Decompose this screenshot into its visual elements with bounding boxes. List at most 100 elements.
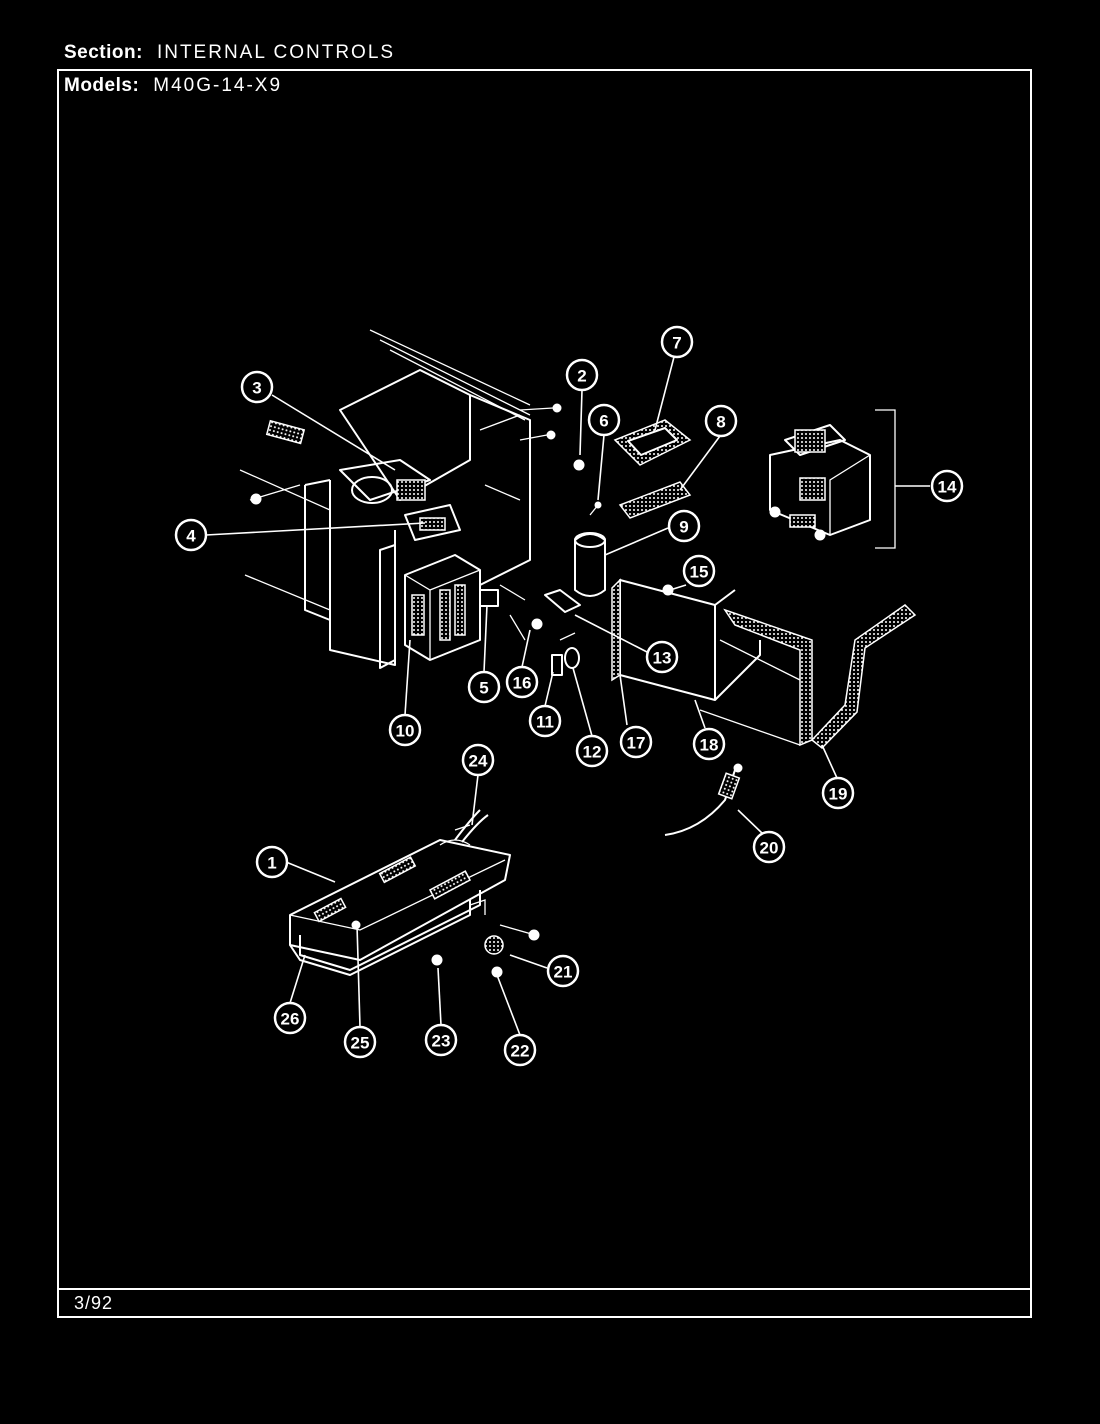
callout-circle	[619, 725, 653, 759]
callout-16: 16	[505, 665, 539, 699]
waveguide-panel	[611, 578, 761, 701]
callout-circle	[273, 1001, 307, 1035]
callout-circle	[645, 640, 679, 674]
callout-label: 3	[252, 379, 261, 398]
callout-22: 22	[503, 1033, 537, 1067]
callout-11: 11	[528, 704, 562, 738]
callout-25: 25	[343, 1025, 377, 1059]
section-value: INTERNAL CONTROLS	[156, 42, 396, 63]
callout-label: 20	[760, 839, 779, 858]
callout-label: 23	[432, 1032, 451, 1051]
models-header: Models: M40G-14-X9	[64, 75, 282, 97]
section-label: Section:	[64, 42, 143, 63]
transformer	[404, 554, 481, 661]
callout-circle	[461, 743, 495, 777]
callout-label: 8	[716, 413, 725, 432]
callout-circle	[565, 358, 599, 392]
diagram-frame	[57, 69, 1032, 1318]
callout-4: 4	[174, 518, 208, 552]
leader-lines	[205, 356, 930, 1036]
callout-20: 20	[752, 830, 786, 864]
callout-label: 24	[469, 752, 488, 771]
callout-label: 7	[672, 334, 681, 353]
callout-26: 26	[273, 1001, 307, 1035]
callout-label: 12	[583, 743, 602, 762]
callout-label: 25	[351, 1034, 370, 1053]
callout-circle	[528, 704, 562, 738]
callout-12: 12	[575, 734, 609, 768]
fuse-holder	[551, 632, 580, 676]
callout-3: 3	[240, 370, 274, 404]
callout-circle	[692, 727, 726, 761]
callout-18: 18	[692, 727, 726, 761]
antenna-cover	[618, 481, 692, 519]
callout-24: 24	[461, 743, 495, 777]
models-label: Models:	[64, 75, 140, 96]
wire-plug	[589, 501, 602, 516]
callout-label: 17	[627, 734, 646, 753]
callout-circle	[575, 734, 609, 768]
callout-circle	[240, 370, 274, 404]
callout-14: 14	[930, 469, 964, 503]
callout-circle	[587, 403, 621, 437]
callout-1: 1	[255, 845, 289, 879]
callout-label: 22	[511, 1042, 530, 1061]
callout-6: 6	[587, 403, 621, 437]
callout-circle	[255, 845, 289, 879]
callout-circle	[752, 830, 786, 864]
callout-circle	[667, 509, 701, 543]
callout-label: 15	[690, 563, 709, 582]
callout-circle	[682, 554, 716, 588]
callout-label: 14	[938, 478, 957, 497]
callout-label: 11	[536, 713, 554, 732]
callout-label: 21	[554, 963, 573, 982]
callout-circle	[503, 1033, 537, 1067]
callout-label: 16	[513, 674, 532, 693]
callout-label: 13	[653, 649, 672, 668]
diode-bracket	[479, 584, 581, 641]
revision-date: 3/92	[74, 1293, 114, 1313]
callout-circle	[704, 404, 738, 438]
switch-bracket	[404, 504, 461, 541]
waveguide-gasket	[613, 419, 692, 466]
callout-label: 9	[679, 518, 688, 537]
callout-circle	[546, 954, 580, 988]
air-duct	[699, 604, 917, 750]
callout-label: 4	[186, 527, 196, 546]
footer-divider	[57, 1288, 1032, 1290]
callout-circle	[930, 469, 964, 503]
callout-circle	[174, 518, 208, 552]
callout-13: 13	[645, 640, 679, 674]
callout-circle	[467, 670, 501, 704]
callout-8: 8	[704, 404, 738, 438]
callout-9: 9	[667, 509, 701, 543]
callout-circle	[388, 713, 422, 747]
callout-circle	[424, 1023, 458, 1057]
callout-label: 6	[599, 412, 608, 431]
callout-label: 10	[396, 722, 415, 741]
callout-5: 5	[467, 670, 501, 704]
thermal-cutout-lead	[664, 763, 743, 836]
models-value: M40G-14-X9	[153, 75, 283, 96]
control-harness	[454, 809, 489, 843]
magnetron	[769, 424, 871, 541]
callout-circle	[660, 325, 694, 359]
section-header: Section: INTERNAL CONTROLS	[64, 42, 395, 64]
callout-10: 10	[388, 713, 422, 747]
callout-label: 19	[829, 785, 848, 804]
control-board	[289, 824, 540, 978]
callout-circle	[821, 776, 855, 810]
callout-label: 26	[281, 1010, 300, 1029]
callout-21: 21	[546, 954, 580, 988]
magnetron-bracket	[875, 409, 896, 549]
callout-2: 2	[565, 358, 599, 392]
callout-19: 19	[821, 776, 855, 810]
callout-23: 23	[424, 1023, 458, 1057]
callout-circle	[505, 665, 539, 699]
callout-circle	[343, 1025, 377, 1059]
callout-7: 7	[660, 325, 694, 359]
capacitor	[574, 532, 606, 597]
fan-motor	[339, 459, 431, 504]
